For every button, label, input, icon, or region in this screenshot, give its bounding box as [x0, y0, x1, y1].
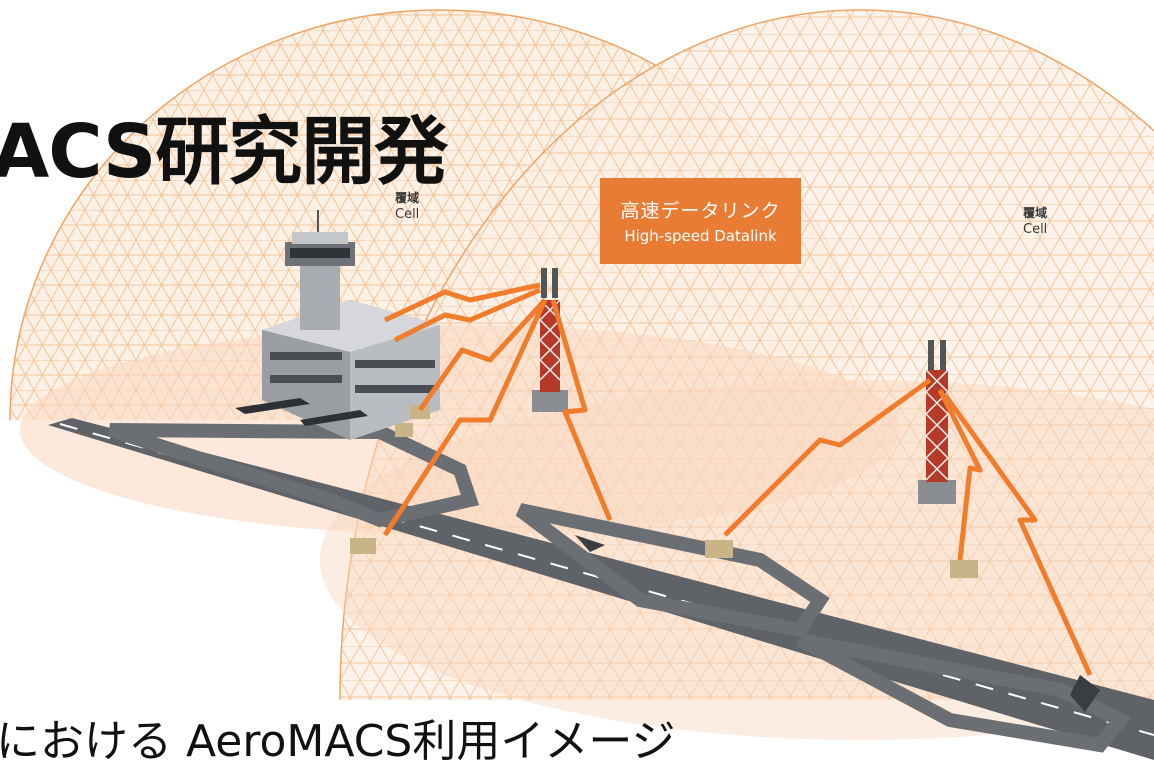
figure-caption: における AeroMACS利用イメージ — [0, 716, 676, 767]
cell-label-right-en: Cell — [1023, 222, 1048, 237]
vehicles-group — [350, 405, 978, 578]
cell-label-right: 覆域 Cell — [1023, 205, 1047, 238]
page-title: ACS研究開発 — [0, 109, 448, 195]
base-station-tower-left — [532, 268, 568, 412]
aircraft-group — [235, 398, 1100, 712]
cell-label-right-jp: 覆域 — [1023, 206, 1048, 220]
banner-label-en: High-speed Datalink — [624, 227, 777, 245]
cell-label-left-en: Cell — [395, 207, 420, 222]
datalink-banner: 高速データリンク High-speed Datalink — [600, 178, 801, 264]
control-tower-building — [262, 210, 440, 440]
datalink-beams — [382, 282, 1093, 677]
cell-label-left: 覆域 Cell — [395, 190, 419, 223]
cell-label-left-jp: 覆域 — [395, 191, 420, 205]
banner-label-jp: 高速データリンク — [620, 200, 781, 222]
